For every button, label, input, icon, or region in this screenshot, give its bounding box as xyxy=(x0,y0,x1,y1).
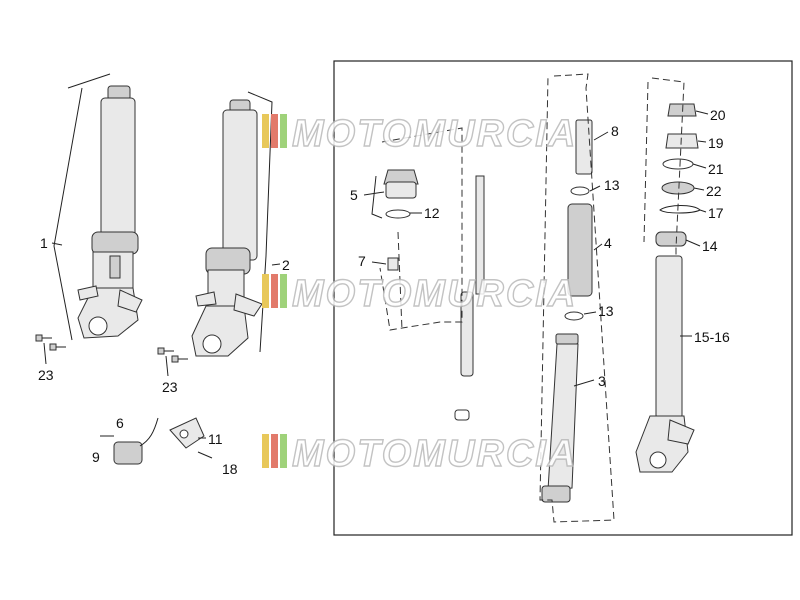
bracket-line-1b xyxy=(53,87,83,341)
leader-lines xyxy=(51,110,709,439)
label-part-18: 18 xyxy=(222,461,238,477)
fork-leg-left xyxy=(77,85,143,339)
watermark-text-bottom: MOTOMURCIA xyxy=(292,433,577,475)
watermark-middle: MOTOMURCIA xyxy=(262,272,577,316)
seal-stack xyxy=(655,103,701,247)
top-cap-part xyxy=(383,169,419,219)
outer-tube-assembly xyxy=(635,255,695,473)
label-part-3: 3 xyxy=(598,373,606,389)
label-part-23-left: 23 xyxy=(38,367,54,383)
watermark-top: MOTOMURCIA xyxy=(262,112,577,156)
label-part-21: 21 xyxy=(708,161,724,177)
damper-rod xyxy=(454,175,485,421)
bolts-23-right xyxy=(157,347,188,377)
sensor-assembly xyxy=(100,417,213,465)
label-part-14: 14 xyxy=(702,238,718,254)
label-part-13-lower: 13 xyxy=(598,303,614,319)
detail-frame xyxy=(333,60,793,536)
label-part-9: 9 xyxy=(92,449,100,465)
dash-stack-2 xyxy=(643,81,649,243)
label-part-2: 2 xyxy=(282,257,290,273)
dash-rod-2 xyxy=(397,231,403,331)
label-part-19: 19 xyxy=(708,135,724,151)
label-part-4: 4 xyxy=(604,235,612,251)
label-part-20: 20 xyxy=(710,107,726,123)
label-part-23-right: 23 xyxy=(162,379,178,395)
inner-cartridge xyxy=(564,119,593,321)
label-part-11: 11 xyxy=(208,431,223,447)
label-part-15-16: 15-16 xyxy=(694,329,730,345)
label-part-17: 17 xyxy=(708,205,724,221)
bolts-23-left xyxy=(35,334,66,365)
label-part-6: 6 xyxy=(116,415,124,431)
dash-outline-cartridge xyxy=(539,73,615,523)
label-part-5: 5 xyxy=(350,187,358,203)
nut-part xyxy=(387,257,399,271)
label-part-1: 1 xyxy=(40,235,48,251)
spring-part xyxy=(567,203,593,297)
slider-tube xyxy=(541,333,579,503)
label-part-12: 12 xyxy=(424,205,440,221)
label-part-13-upper: 13 xyxy=(604,177,620,193)
bracket-line-1 xyxy=(67,73,111,89)
dash-outline-stack xyxy=(651,77,685,256)
watermark-text-middle: MOTOMURCIA xyxy=(292,273,577,315)
bracket-5 xyxy=(371,175,383,219)
label-part-8: 8 xyxy=(611,123,619,139)
dash-outline-rod xyxy=(379,127,463,331)
watermark-bottom: MOTOMURCIA xyxy=(262,432,577,476)
label-part-7: 7 xyxy=(358,253,366,269)
label-part-22: 22 xyxy=(706,183,722,199)
watermark-text-top: MOTOMURCIA xyxy=(292,113,577,155)
fork-leg-right xyxy=(191,99,263,357)
